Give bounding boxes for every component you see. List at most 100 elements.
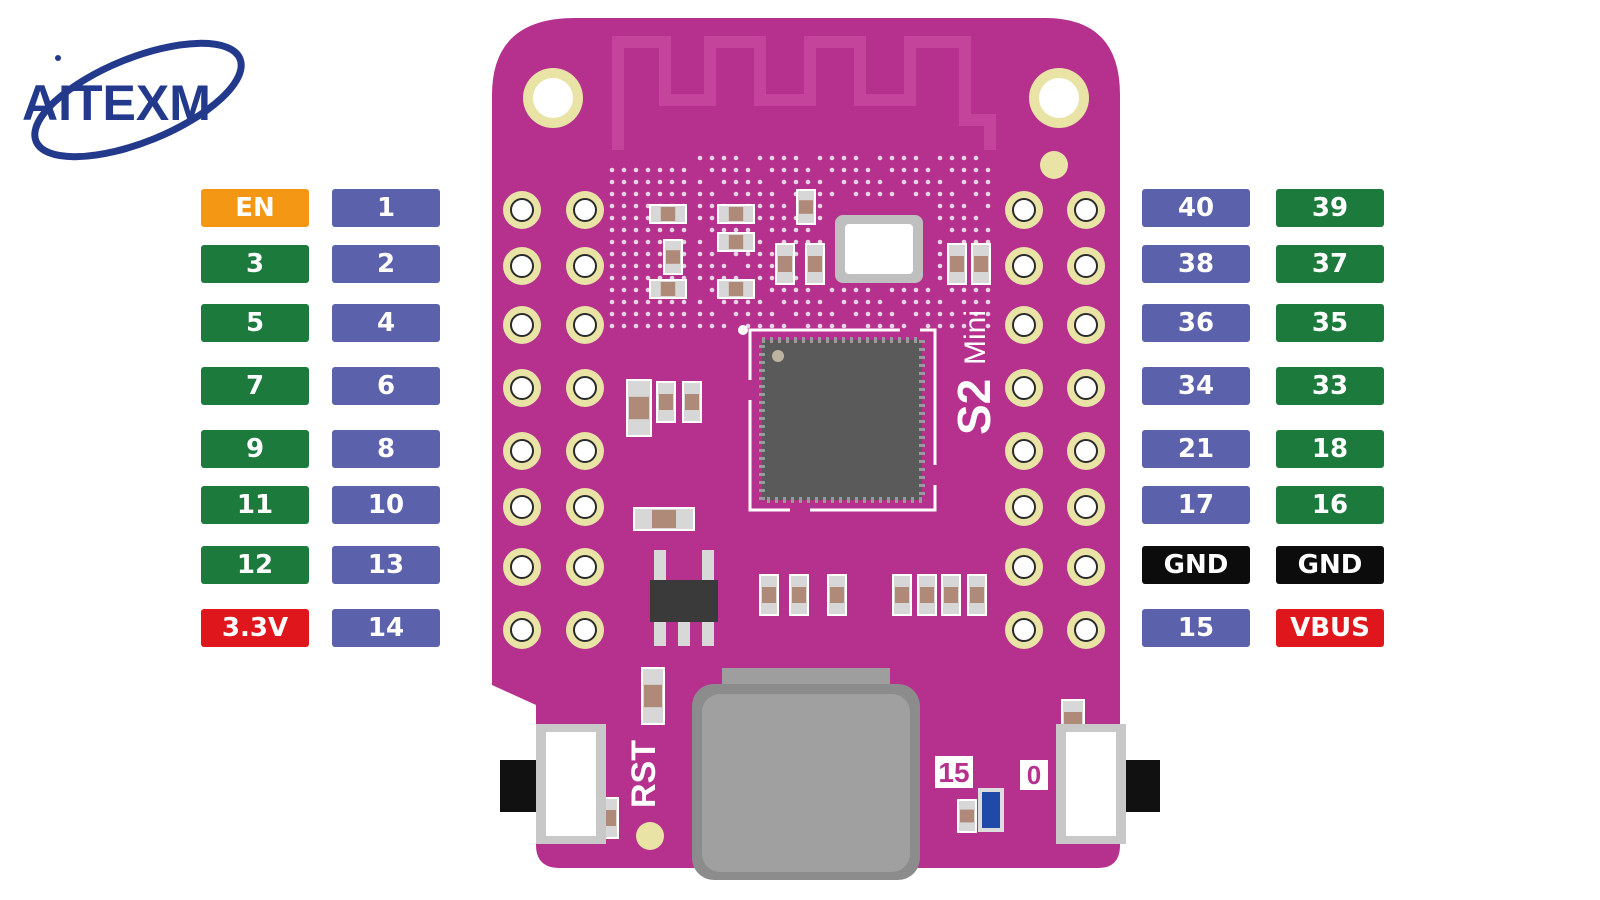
smd-passive-body xyxy=(728,207,744,221)
header-pad-hole xyxy=(1074,618,1098,642)
via xyxy=(805,167,811,173)
via xyxy=(913,167,919,173)
via xyxy=(709,251,715,257)
aitexm-logo: AITEXM xyxy=(22,39,245,161)
via xyxy=(973,179,979,185)
pin-label-left-inner: 4 xyxy=(332,304,440,342)
via xyxy=(697,215,703,221)
via xyxy=(973,299,979,305)
via xyxy=(985,287,991,293)
via xyxy=(949,191,955,197)
via xyxy=(697,311,703,317)
pin-label-right-outer: 18 xyxy=(1276,430,1384,468)
via xyxy=(865,287,871,293)
header-pad-hole xyxy=(573,555,597,579)
via xyxy=(645,311,651,317)
via xyxy=(621,215,627,221)
smd-passive-body xyxy=(652,510,676,528)
via xyxy=(949,311,955,317)
esp32-s2-chip xyxy=(759,337,925,503)
via xyxy=(645,299,651,305)
via xyxy=(769,263,775,269)
via xyxy=(709,155,715,161)
regulator-lead xyxy=(702,550,714,580)
smd-passive-body xyxy=(970,587,984,603)
via xyxy=(937,203,943,209)
via xyxy=(633,299,639,305)
via xyxy=(853,287,859,293)
via xyxy=(721,227,727,233)
smd-passive-body xyxy=(895,587,909,603)
via xyxy=(829,287,835,293)
via xyxy=(769,167,775,173)
via xyxy=(841,287,847,293)
header-pad-hole xyxy=(1074,495,1098,519)
via xyxy=(781,179,787,185)
via xyxy=(733,167,739,173)
via xyxy=(877,323,883,329)
header-pad-hole xyxy=(1074,376,1098,400)
via xyxy=(733,299,739,305)
via xyxy=(745,263,751,269)
via xyxy=(901,155,907,161)
via xyxy=(901,287,907,293)
via xyxy=(633,203,639,209)
smd-passive-body xyxy=(960,809,974,823)
via xyxy=(621,299,627,305)
smd-passive-body xyxy=(799,200,813,214)
via xyxy=(657,239,663,245)
via xyxy=(853,299,859,305)
via xyxy=(829,311,835,317)
via xyxy=(645,227,651,233)
via xyxy=(937,251,943,257)
via xyxy=(865,167,871,173)
via xyxy=(985,311,991,317)
via xyxy=(697,179,703,185)
via xyxy=(913,299,919,305)
via xyxy=(985,299,991,305)
via xyxy=(745,299,751,305)
via xyxy=(805,287,811,293)
pin-label-left-outer: EN xyxy=(201,189,309,227)
status-led xyxy=(978,788,1004,832)
via xyxy=(949,227,955,233)
via xyxy=(721,179,727,185)
pin-label-left-inner: 1 xyxy=(332,189,440,227)
smd-passive-body xyxy=(629,396,649,420)
via xyxy=(745,251,751,257)
via xyxy=(925,167,931,173)
via xyxy=(865,179,871,185)
logo-orbit xyxy=(31,39,245,161)
via xyxy=(841,179,847,185)
header-pad-hole xyxy=(1074,439,1098,463)
via xyxy=(709,227,715,233)
smd-passive-body xyxy=(644,684,662,708)
via xyxy=(865,311,871,317)
header-pad-hole xyxy=(1012,439,1036,463)
smd-passive-body xyxy=(920,587,934,603)
via xyxy=(609,191,615,197)
via xyxy=(669,179,675,185)
via xyxy=(633,227,639,233)
via xyxy=(889,311,895,317)
header-pad-hole xyxy=(1012,376,1036,400)
header-pad-hole xyxy=(510,376,534,400)
silk-mini: Mini xyxy=(959,310,992,365)
silk-15: 15 xyxy=(938,757,969,788)
via xyxy=(709,191,715,197)
via xyxy=(793,179,799,185)
logo-star xyxy=(55,55,61,61)
header-pad-hole xyxy=(510,439,534,463)
via xyxy=(817,179,823,185)
via xyxy=(757,251,763,257)
via xyxy=(645,239,651,245)
via xyxy=(681,167,687,173)
via xyxy=(633,311,639,317)
via xyxy=(925,191,931,197)
crystal-top xyxy=(845,224,913,274)
pin-label-left-inner: 14 xyxy=(332,609,440,647)
pin-label-right-outer: 37 xyxy=(1276,245,1384,283)
usb-c-shell xyxy=(702,694,910,872)
via xyxy=(633,179,639,185)
